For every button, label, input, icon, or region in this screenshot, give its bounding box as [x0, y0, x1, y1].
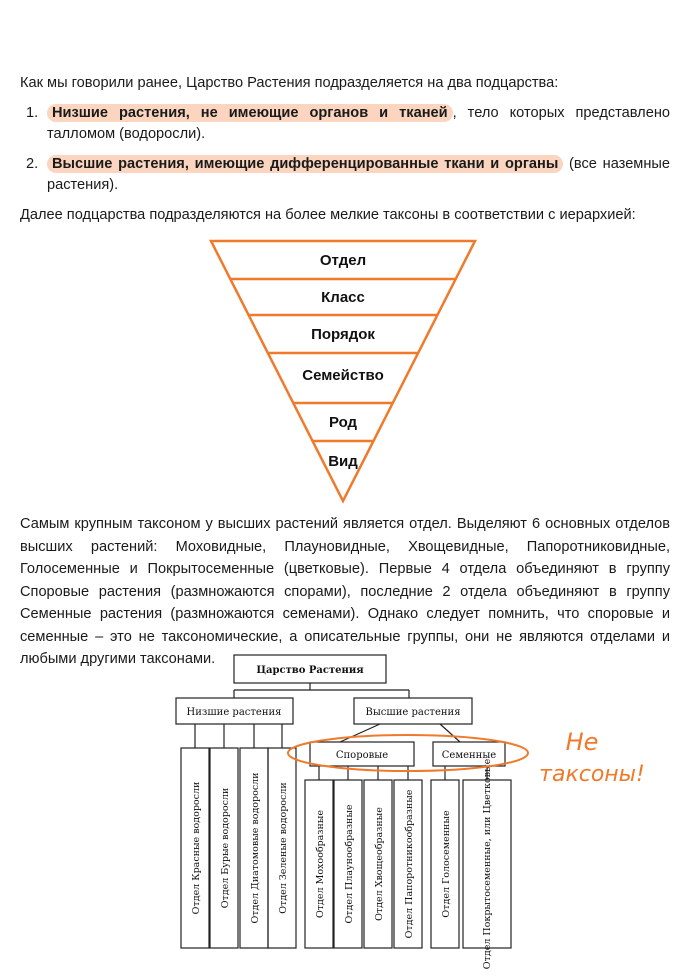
body-paragraph: Самым крупным таксоном у высших растений… — [20, 516, 670, 667]
list-text: , тело которых представлено талломом (во… — [47, 105, 670, 142]
pyramid-level-order: Порядок — [311, 326, 375, 343]
pyramid-level-family: Семейство — [302, 367, 384, 384]
pyramid-level-division: Отдел — [320, 252, 366, 269]
annotation-line-1: Не — [566, 728, 599, 756]
annotation-ellipse — [287, 734, 529, 772]
division-diatoms: Отдел Диатомовые водоросли — [250, 772, 261, 923]
hierarchy-intro: Далее подцарства подразделяются на более… — [20, 207, 636, 223]
division-red-algae: Отдел Красные водоросли — [191, 782, 202, 915]
division-angiosperms: Отдел Покрытосеменные, или Цветковые — [482, 758, 493, 969]
tree-higher-label: Высшие растения — [365, 707, 460, 718]
tree-spore-box — [309, 741, 415, 767]
division-horsetails: Отдел Хвощеобразные — [374, 807, 385, 921]
pyramid-level-genus: Род — [329, 414, 358, 431]
tree-lower-box — [175, 697, 294, 725]
division-ferns: Отдел Папоротникообразные — [404, 789, 415, 938]
division-brown-algae: Отдел Бурые водоросли — [220, 788, 231, 909]
tree-root-label: Царство Растения — [256, 665, 364, 676]
division-mosses: Отдел Мохообразные — [315, 810, 326, 918]
division-lycophytes: Отдел Плаунообразные — [344, 804, 355, 923]
pyramid-level-species: Вид — [328, 453, 358, 470]
division-green-algae: Отдел Зеленые водоросли — [278, 782, 289, 913]
subkingdom-item-1: 1. Низшие растения, не имеющие органов и … — [26, 103, 670, 145]
intro-paragraph: Как мы говорили ранее, Царство Растения … — [20, 75, 559, 91]
tree-spore-label: Споровые — [336, 750, 388, 761]
annotation-line-2: таксоны! — [539, 762, 645, 787]
division-gymnosperms: Отдел Голосеменные — [441, 810, 452, 918]
tree-higher-box — [353, 697, 473, 725]
list-text: (все наземные растения). — [47, 156, 671, 193]
subkingdom-item-2: 2. Высшие растения, имеющие дифференциров… — [26, 154, 670, 196]
pyramid-level-class: Класс — [321, 289, 365, 306]
list-number: 1. — [26, 105, 39, 121]
pyramid-outline — [208, 239, 478, 504]
list-number: 2. — [26, 156, 39, 172]
tree-seed-box — [432, 741, 506, 767]
tree-lower-label: Низшие растения — [187, 707, 282, 718]
highlighted-term: Высшие растения, имеющие дифференцирован… — [47, 155, 564, 173]
highlighted-term: Низшие растения, не имеющие органов и тк… — [47, 104, 453, 122]
tree-seed-label: Семенные — [442, 750, 497, 761]
subkingdom-list: 1. Низшие растения, не имеющие органов и … — [26, 103, 670, 205]
